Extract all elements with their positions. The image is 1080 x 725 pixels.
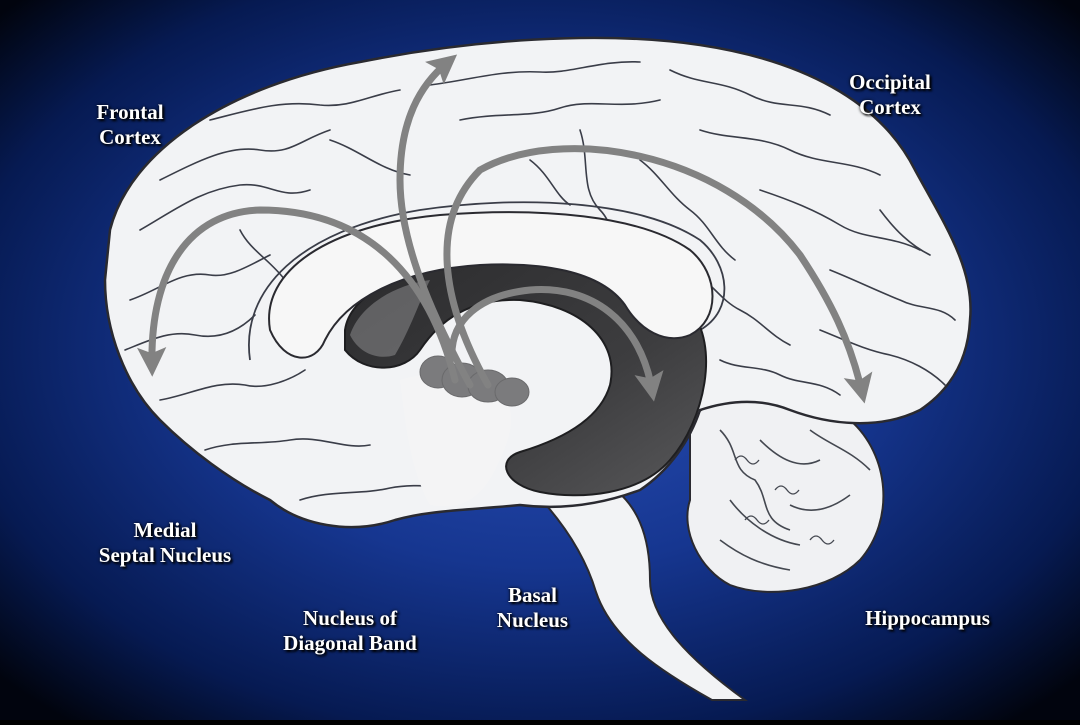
sulci [124,61,956,501]
label-nucleus-diagonal-band: Nucleus of Diagonal Band [283,606,417,655]
arrow-to-hippocampus [448,286,664,402]
projection-arrows [136,54,873,404]
arrow-to-occipital-cortex [443,145,873,404]
ventricle-shading [350,280,430,357]
brain-stem [538,478,749,701]
arrow-to-superior-cortex [396,54,474,389]
arrow-to-frontal-cortex [136,206,459,384]
cingulate-gyrus [248,201,726,361]
label-medial-septal-nucleus: Medial Septal Nucleus [98,518,232,567]
label-basal-nucleus: Basal Nucleus [496,583,569,632]
fornix [400,375,512,507]
label-frontal-cortex: Frontal Cortex [96,100,164,149]
label-hippocampus: Hippocampus [865,606,990,630]
label-occipital-cortex: Occipital Cortex [849,70,931,119]
